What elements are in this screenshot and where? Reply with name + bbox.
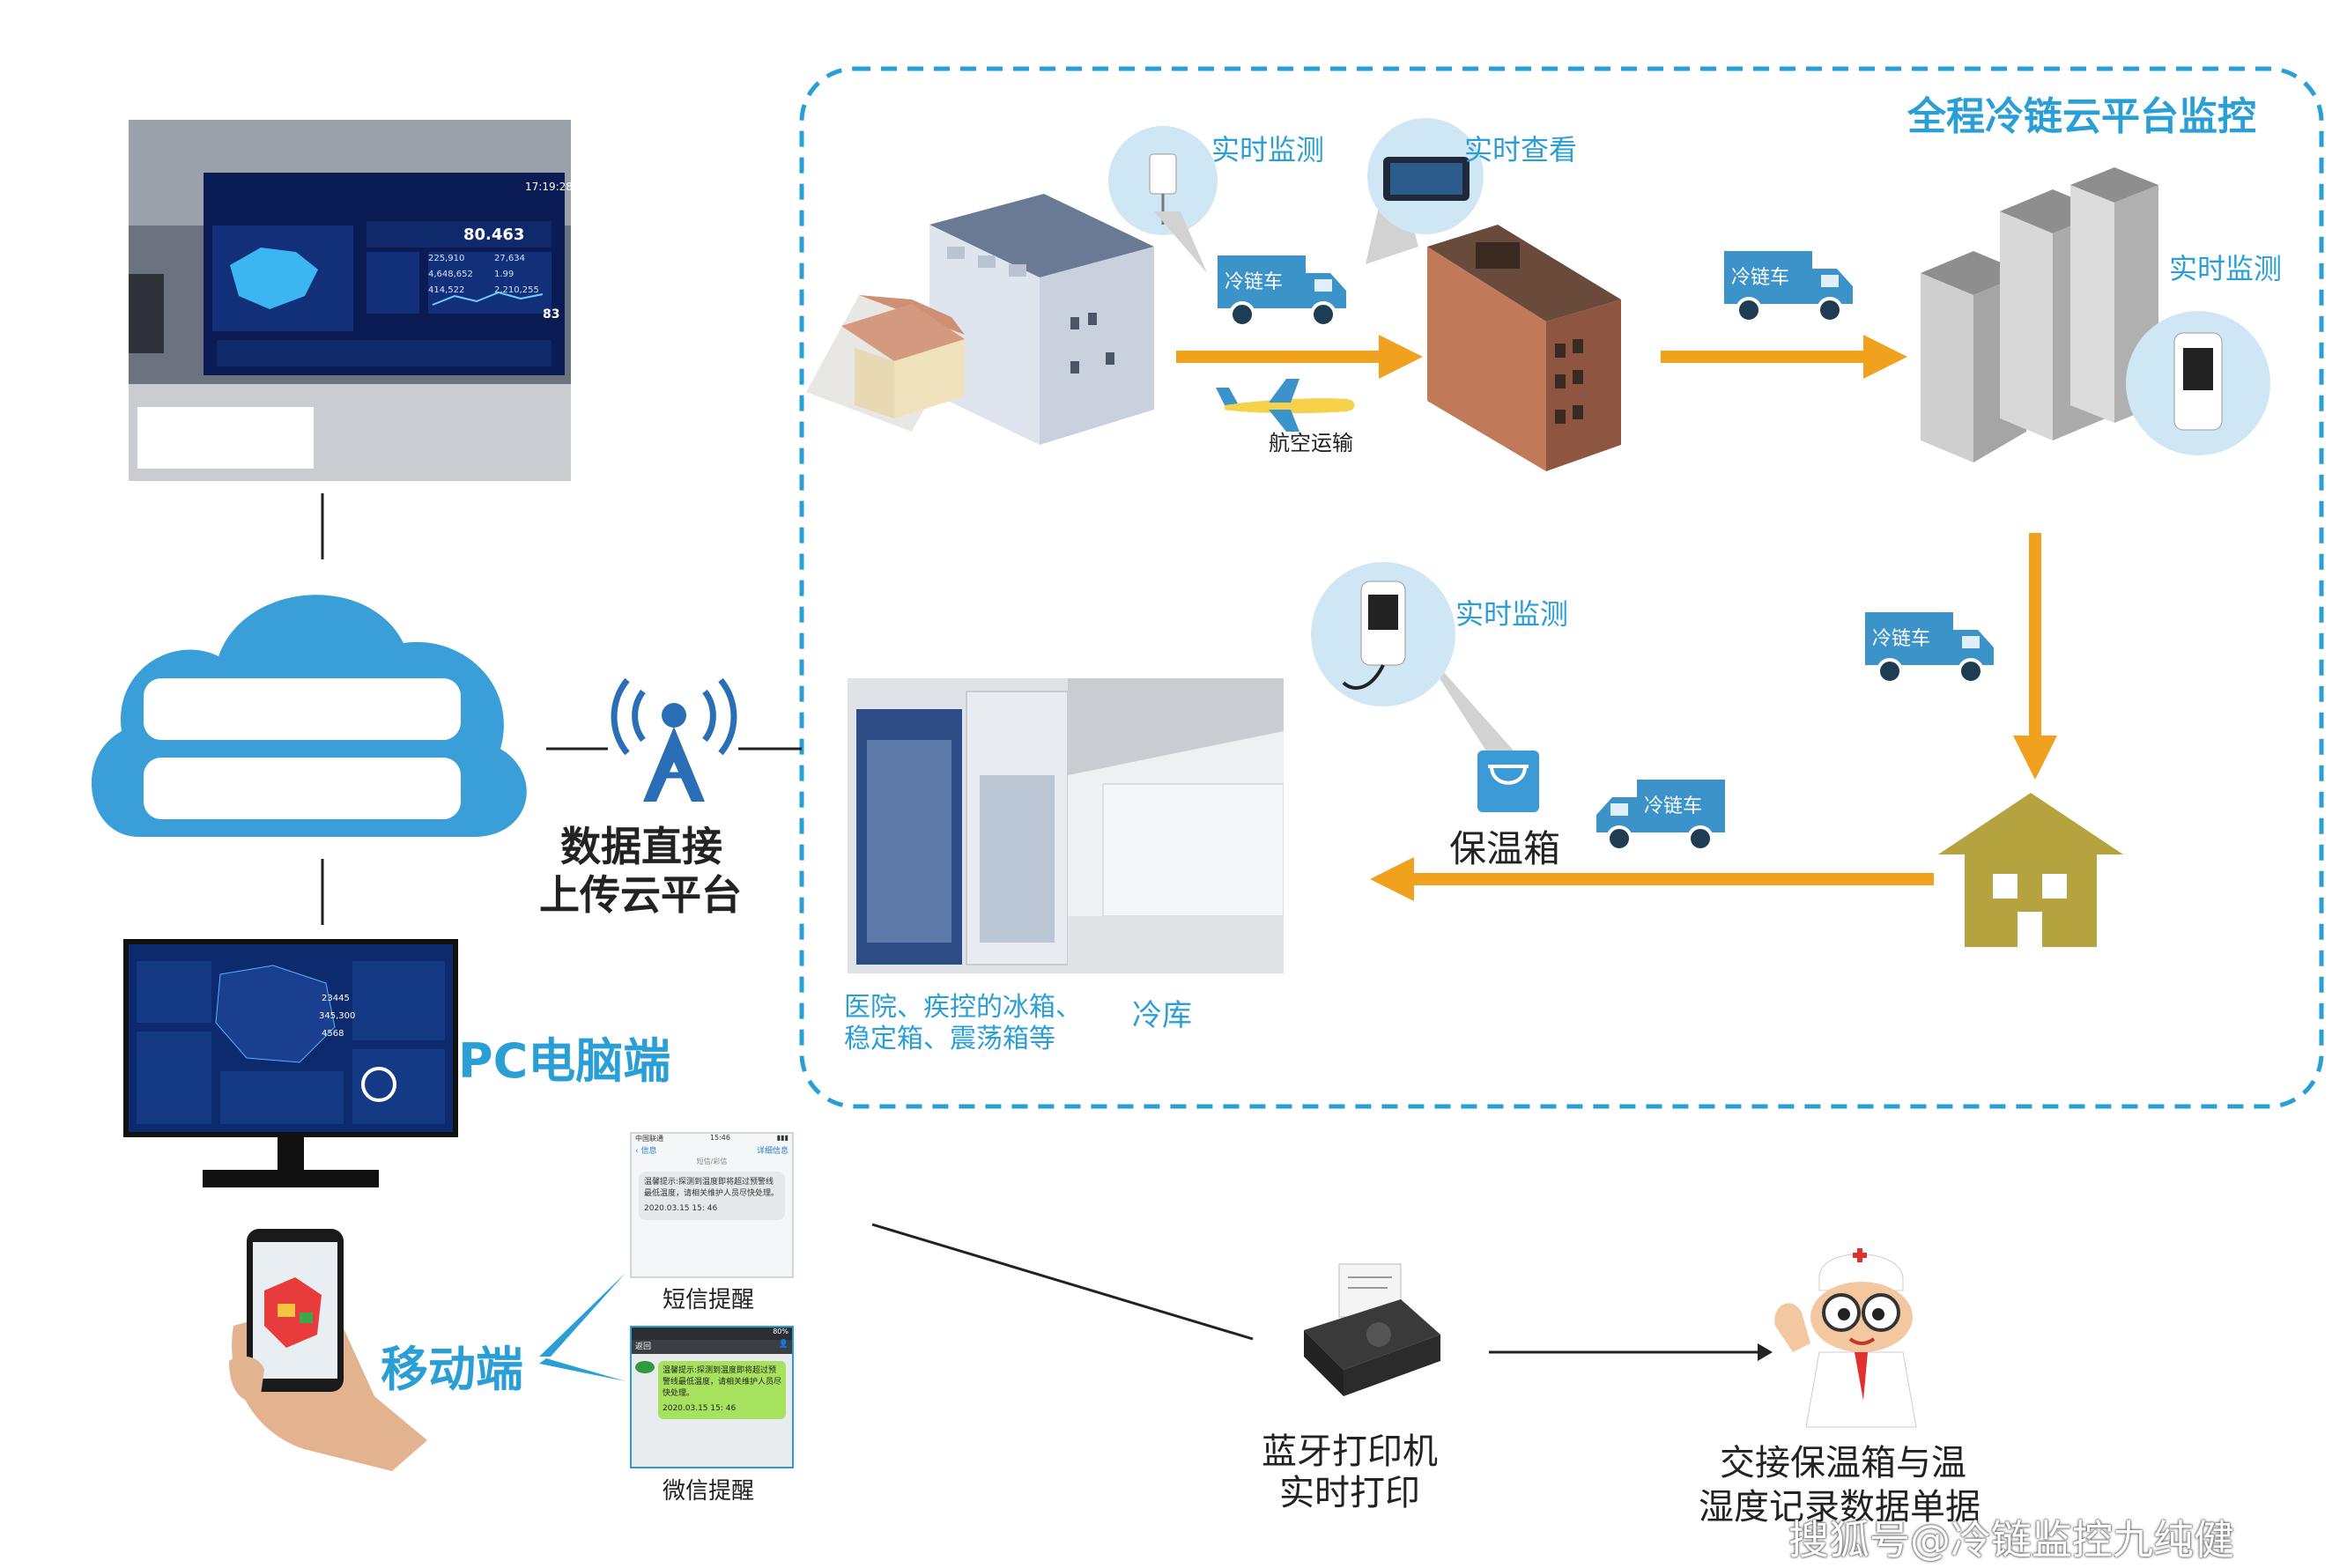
doctor-mascot-icon [1774, 1248, 1917, 1428]
mobile-pointer [539, 1273, 626, 1381]
label-monitor-2: 实时监测 [2169, 252, 2283, 285]
label-fridge-2: 稳定箱、震荡箱等 [844, 1024, 1055, 1054]
warehouse-building [806, 194, 1154, 445]
svg-text:414,522: 414,522 [428, 285, 464, 295]
svg-text:23445: 23445 [322, 994, 350, 1003]
label-air: 航空运输 [1269, 431, 1353, 455]
bubble-pointer-1 [1154, 211, 1207, 273]
sensor-bubble-1 [1108, 126, 1218, 235]
antenna-icon [611, 678, 737, 802]
truck-icon-1: 冷链车 [1218, 255, 1346, 328]
view-bubble [1366, 118, 1484, 264]
sms-back-button[interactable]: ‹ 信息 [635, 1147, 657, 1156]
svg-text:27,634: 27,634 [494, 254, 525, 263]
sms-label: 短信提醒 [663, 1287, 755, 1313]
svg-text:冷链车: 冷链车 [1644, 795, 1702, 817]
handover-label-2: 湿度记录数据单据 [1699, 1487, 1981, 1527]
platform-title: 全程冷链云平台监控 [1907, 94, 2256, 139]
svg-text:冷链车: 冷链车 [1731, 267, 1789, 289]
svg-text:4568: 4568 [322, 1029, 344, 1039]
svg-text:冷链车: 冷链车 [1872, 628, 1930, 650]
screen-wall-photo: 17:19:28 80.463 225,910 27,634 4,648,652… [129, 120, 571, 481]
label-box: 保温箱 [1449, 827, 1561, 870]
svg-text:冷链车: 冷链车 [1225, 271, 1283, 293]
printer-label-1: 蓝牙打印机 [1262, 1431, 1438, 1472]
sms-detail-button[interactable]: 详细信息 [756, 1147, 789, 1156]
label-monitor-1: 实时监测 [1211, 133, 1325, 166]
truck-icon-2: 冷链车 [1724, 251, 1853, 323]
city-towers [1921, 167, 2158, 462]
truck-icon-4: 冷链车 [1596, 780, 1725, 852]
printer-label-2: 实时打印 [1279, 1473, 1420, 1513]
house-icon [1938, 793, 2123, 947]
sensor-bubble-2 [2126, 311, 2270, 455]
pc-monitor: 23445 345,300 4568 [123, 939, 458, 1187]
svg-text:2,210,255: 2,210,255 [494, 285, 539, 295]
wechat-back-button[interactable]: 返回 [635, 1342, 652, 1351]
svg-text:1.99: 1.99 [494, 270, 514, 279]
cloud-icon [91, 595, 527, 837]
label-fridge-1: 医院、疾控的冰箱、 [844, 992, 1082, 1023]
sensor-bubble-3 [1311, 562, 1520, 762]
label-view: 实时查看 [1464, 133, 1578, 166]
upload-line-1: 数据直接 [560, 823, 722, 870]
pc-label: PC电脑端 [458, 1033, 671, 1089]
wall-clock: 17:19:28 [525, 181, 571, 193]
upload-line-2: 上传云平台 [539, 871, 742, 919]
handover-label-1: 交接保温箱与温 [1720, 1443, 1966, 1483]
label-coldstore: 冷库 [1132, 998, 1192, 1033]
phone-in-hand [229, 1229, 427, 1471]
fridge-coldstore-photo [848, 678, 1284, 973]
wall-big-number: 80.463 [463, 226, 524, 244]
airplane-icon [1216, 379, 1355, 432]
svg-text:4,648,652: 4,648,652 [428, 270, 473, 279]
watermark: 搜狐号@冷链监控九纯健 [1788, 1516, 2234, 1564]
wechat-avatar [635, 1361, 655, 1373]
insulated-box-icon [1477, 751, 1539, 812]
mobile-label: 移动端 [381, 1342, 523, 1397]
wechat-label: 微信提醒 [663, 1478, 755, 1505]
wechat-profile-icon[interactable]: 👤 [778, 1340, 789, 1349]
distribution-building [1427, 225, 1621, 471]
label-monitor-3: 实时监测 [1455, 597, 1569, 631]
svg-text:83: 83 [543, 307, 559, 322]
truck-icon-3: 冷链车 [1865, 612, 1994, 684]
printer-icon [1304, 1263, 1440, 1396]
svg-text:345,300: 345,300 [319, 1011, 355, 1021]
wechat-card: 80% 返回👤 温馨提示:探测到温度即将超过预警线最低温度，请相关维护人员尽快处… [630, 1326, 794, 1468]
svg-text:225,910: 225,910 [428, 254, 464, 263]
